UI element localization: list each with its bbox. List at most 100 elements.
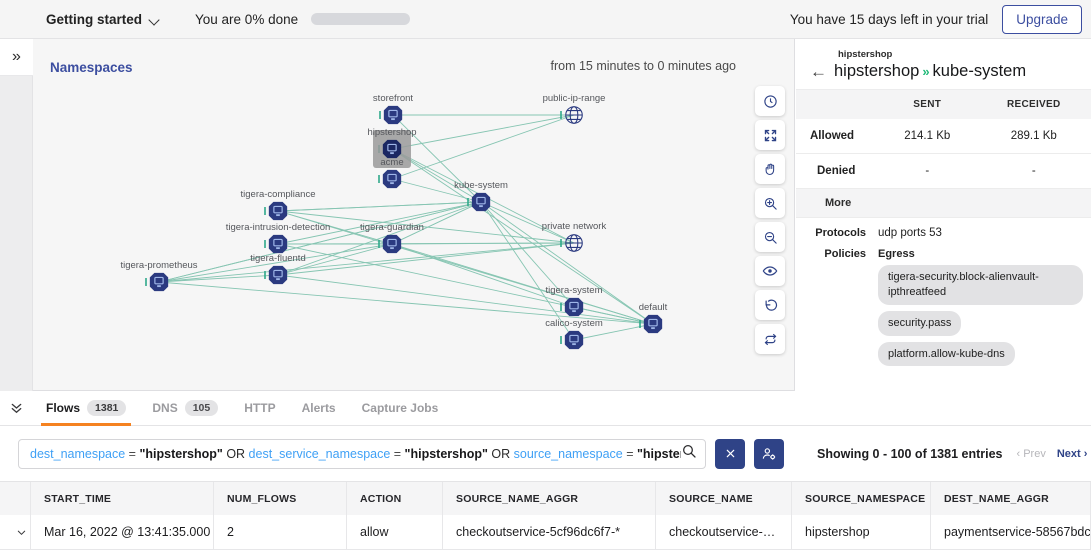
stats-allowed-received: 289.1 Kb [976, 119, 1091, 154]
refresh-icon[interactable] [755, 324, 785, 354]
zoom-in-icon[interactable] [755, 188, 785, 218]
table-row: Denied - - [796, 153, 1091, 189]
stats-denied-received: - [976, 153, 1091, 189]
policy-chip[interactable]: security.pass [878, 310, 962, 336]
undo-icon[interactable] [755, 290, 785, 320]
next-page-button[interactable]: Next › [1056, 447, 1088, 460]
graph-node-tigera-intrusion-detection[interactable] [267, 233, 289, 255]
graph-toolbar [755, 86, 785, 358]
filter-row: dest_namespace = "hipstershop" OR dest_s… [0, 426, 1091, 481]
chevron-down-icon [149, 14, 160, 25]
graph-node-calico-system[interactable] [563, 329, 585, 351]
trial-label: You have 15 days left in your trial [789, 11, 989, 27]
back-arrow-icon[interactable]: ← [810, 62, 827, 81]
sidebar-expand-button[interactable]: » [0, 39, 33, 76]
traffic-stats-table: SENT RECEIVED Allowed 214.1 Kb 289.1 Kb … [796, 90, 1091, 189]
cell-source_namespace: hipstershop [792, 515, 931, 549]
column-header-start_time[interactable]: START_TIME [31, 482, 214, 515]
column-header-source_namespace[interactable]: SOURCE_NAMESPACE [792, 482, 931, 515]
graph-node-label: tigera-guardian [360, 222, 424, 233]
cell-num_flows: 2 [214, 515, 347, 549]
upgrade-button[interactable]: Upgrade [1002, 4, 1082, 34]
panel-collapse-button[interactable] [0, 402, 33, 414]
query-token-val: "hipstershop" [637, 446, 681, 461]
query-token-bool: OR [487, 446, 514, 461]
policy-chip[interactable]: platform.allow-kube-dns [878, 341, 1015, 367]
graph-node-tigera-prometheus[interactable] [148, 271, 170, 293]
tab-label: DNS [152, 401, 178, 415]
graph-canvas[interactable] [33, 39, 795, 391]
hand-icon[interactable] [755, 154, 785, 184]
graph-node-tigera-system[interactable] [563, 296, 585, 318]
service-graph-panel[interactable]: Namespaces from 15 minutes to 0 minutes … [33, 39, 795, 391]
tab-badge: 1381 [87, 400, 127, 416]
policies-direction-label: Egress [878, 248, 915, 260]
cell-dest_name_aggr: paymentservice-58567bdc [931, 515, 1091, 549]
double-chevron-right-icon: » [12, 48, 21, 65]
getting-started-menu[interactable]: Getting started [46, 12, 160, 27]
row-expand-chevron-icon[interactable] [0, 515, 31, 549]
policies-row: Policies Egress tigera-security.block-al… [796, 239, 1091, 372]
column-header-action[interactable]: ACTION [347, 482, 443, 515]
column-header-dest_name_aggr[interactable]: DEST_NAME_AGGR [931, 482, 1091, 515]
graph-node-kube-system[interactable] [470, 191, 492, 213]
graph-node-label: storefront [372, 93, 414, 104]
search-icon[interactable] [681, 443, 697, 464]
graph-node-tigera-fluentd[interactable] [267, 264, 289, 286]
tab-label: HTTP [244, 401, 276, 415]
tab-label: Alerts [301, 401, 336, 415]
user-settings-button[interactable] [754, 438, 784, 469]
query-token-bool: OR [222, 446, 249, 461]
tab-badge: 105 [184, 400, 219, 416]
flow-direction-icon: » [922, 64, 930, 79]
graph-node-default[interactable] [642, 313, 664, 335]
graph-node-tigera-guardian[interactable] [381, 233, 403, 255]
column-header-source_name_aggr[interactable]: SOURCE_NAME_AGGR [443, 482, 656, 515]
query-token-val: "hipstershop" [139, 446, 223, 461]
stats-row-label-denied: Denied [796, 153, 878, 189]
column-header-source_name[interactable]: SOURCE_NAME [656, 482, 792, 515]
getting-started-label: Getting started [46, 11, 143, 27]
progress-bar [311, 13, 411, 25]
stats-col-received: RECEIVED [976, 90, 1091, 119]
clear-filter-button[interactable] [715, 438, 745, 469]
graph-node-tigera-compliance[interactable] [267, 200, 289, 222]
graph-node-label: kube-system [454, 180, 508, 191]
graph-node-acme[interactable] [381, 168, 403, 190]
eye-icon[interactable] [755, 256, 785, 286]
graph-node-private-network[interactable] [563, 232, 585, 254]
stats-row-label-allowed: Allowed [796, 119, 878, 154]
column-header-num_flows[interactable]: NUM_FLOWS [214, 482, 347, 515]
more-section-header[interactable]: More [796, 189, 1091, 218]
pagination: ‹ Prev Next › [1016, 448, 1087, 460]
detail-breadcrumb: hipstershop [838, 49, 893, 60]
graph-title[interactable]: Namespaces [50, 60, 133, 75]
query-token-field: source_namespace [513, 446, 623, 461]
detail-header: hipstershop ← hipstershop » kube-system [796, 39, 1091, 90]
graph-node-public-ip-range[interactable] [563, 104, 585, 126]
graph-node-label: default [638, 302, 668, 313]
graph-node-hipstershop[interactable] [373, 130, 411, 168]
tab-http[interactable]: HTTP [231, 391, 288, 426]
graph-node-storefront[interactable] [382, 104, 404, 126]
tab-alerts[interactable]: Alerts [289, 391, 349, 426]
top-bar: Getting started You are 0% done You have… [0, 0, 1091, 39]
clock-icon[interactable] [755, 86, 785, 116]
stats-allowed-sent: 214.1 Kb [878, 119, 977, 154]
tab-dns[interactable]: DNS 105 [139, 391, 231, 426]
graph-node-label: hipstershop [367, 127, 417, 138]
policy-chip[interactable]: tigera-security.block-alienvault-ipthrea… [878, 265, 1083, 305]
graph-node-label: tigera-system [545, 285, 603, 296]
stats-col-sent: SENT [878, 90, 977, 119]
tab-capture-jobs[interactable]: Capture Jobs [349, 391, 452, 426]
protocols-label: Protocols [815, 227, 866, 239]
prev-page-button[interactable]: ‹ Prev [1016, 447, 1046, 460]
expand-icon[interactable] [755, 120, 785, 150]
zoom-out-icon[interactable] [755, 222, 785, 252]
search-input[interactable]: dest_namespace = "hipstershop" OR dest_s… [18, 438, 706, 469]
